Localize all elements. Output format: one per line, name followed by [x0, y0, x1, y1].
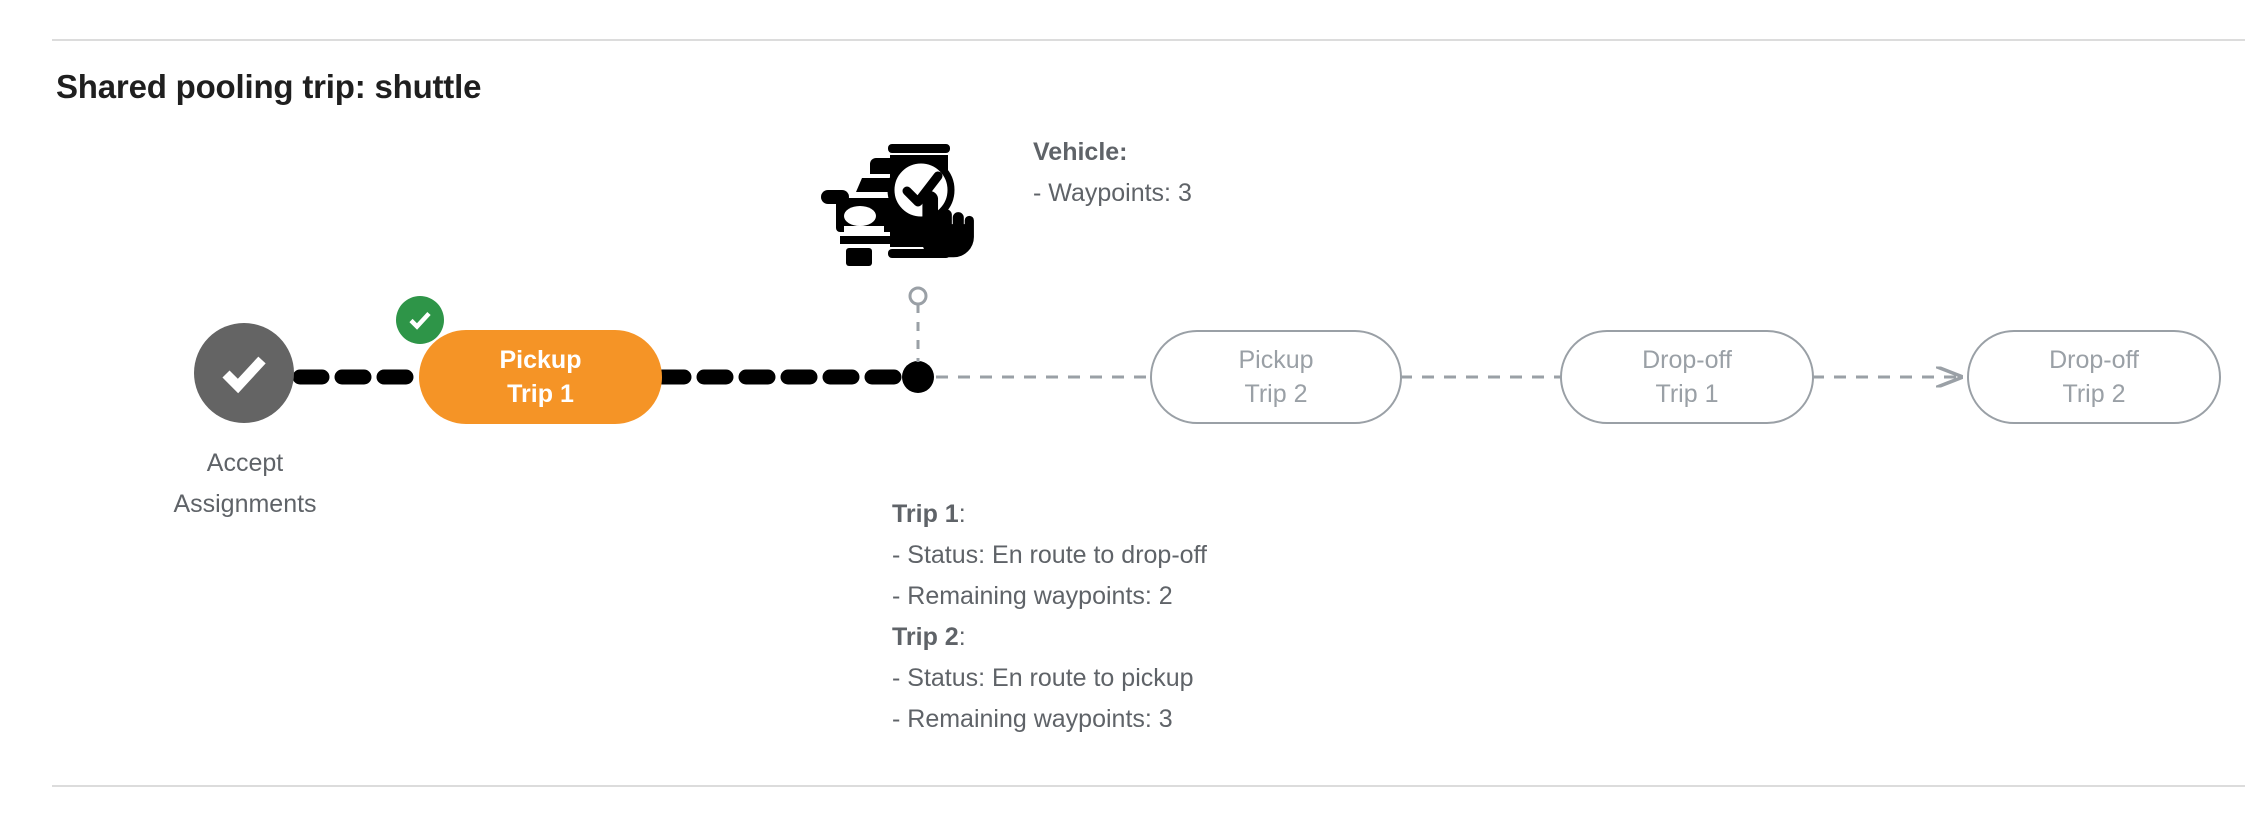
start-node-label: Accept Assignments: [110, 443, 380, 525]
node-pickup-trip-2-line1: Pickup: [1238, 346, 1314, 374]
trip2-waypoints: - Remaining waypoints: 3: [892, 705, 1173, 733]
page-title: Shared pooling trip: shuttle: [56, 68, 482, 105]
vehicle-info-heading-colon: :: [1119, 138, 1128, 166]
divider-top: [52, 39, 2245, 41]
node-pickup-trip-1[interactable]: Pickup Trip 1: [419, 330, 662, 424]
trip2-heading: Trip 2:: [892, 617, 1207, 658]
node-pickup-trip-1-line2: Trip 1: [507, 380, 574, 408]
vehicle-phone-check-icon: [818, 122, 978, 270]
start-node-label-line1: Accept: [206, 449, 284, 477]
check-icon: [222, 356, 266, 394]
node-dropoff-trip-1[interactable]: Drop-off Trip 1: [1560, 330, 1814, 424]
trip1-status: - Status: En route to drop-off: [892, 541, 1207, 569]
vehicle-info-heading: Vehicle:: [1033, 132, 1192, 173]
node-dropoff-trip-2[interactable]: Drop-off Trip 2: [1967, 330, 2221, 424]
vehicle-info-block: Vehicle: - Waypoints: 3: [1033, 132, 1192, 214]
current-position-dot: [902, 361, 934, 393]
vehicle-info-heading-text: Vehicle: [1033, 138, 1120, 166]
completed-check-badge: [396, 296, 444, 344]
trip1-heading: Trip 1:: [892, 494, 1207, 535]
vehicle-info-waypoints: - Waypoints: 3: [1033, 179, 1192, 207]
start-node-accept-assignments[interactable]: [194, 323, 294, 423]
divider-bottom: [52, 785, 2245, 787]
trip2-heading-text: Trip 2: [892, 623, 959, 651]
node-pickup-trip-2-line2: Trip 2: [1244, 380, 1308, 408]
start-node-label-line2: Assignments: [173, 490, 317, 518]
node-dropoff-trip-2-line1: Drop-off: [2049, 346, 2139, 374]
node-dropoff-trip-1-line1: Drop-off: [1642, 346, 1732, 374]
vehicle-leader-ring: [908, 286, 928, 306]
trip1-heading-colon: :: [958, 500, 966, 528]
trip-info-block: Trip 1: - Status: En route to drop-off -…: [892, 494, 1207, 740]
trip2-heading-colon: :: [958, 623, 966, 651]
node-pickup-trip-2[interactable]: Pickup Trip 2: [1150, 330, 1402, 424]
check-icon: [409, 311, 431, 330]
trip1-waypoints: - Remaining waypoints: 2: [892, 582, 1173, 610]
start-node-circle: [194, 323, 294, 423]
node-dropoff-trip-1-line2: Trip 1: [1655, 380, 1719, 408]
node-pickup-trip-1-line1: Pickup: [499, 346, 582, 374]
trip2-status: - Status: En route to pickup: [892, 664, 1194, 692]
node-dropoff-trip-2-line2: Trip 2: [2062, 380, 2126, 408]
trip1-heading-text: Trip 1: [892, 500, 959, 528]
